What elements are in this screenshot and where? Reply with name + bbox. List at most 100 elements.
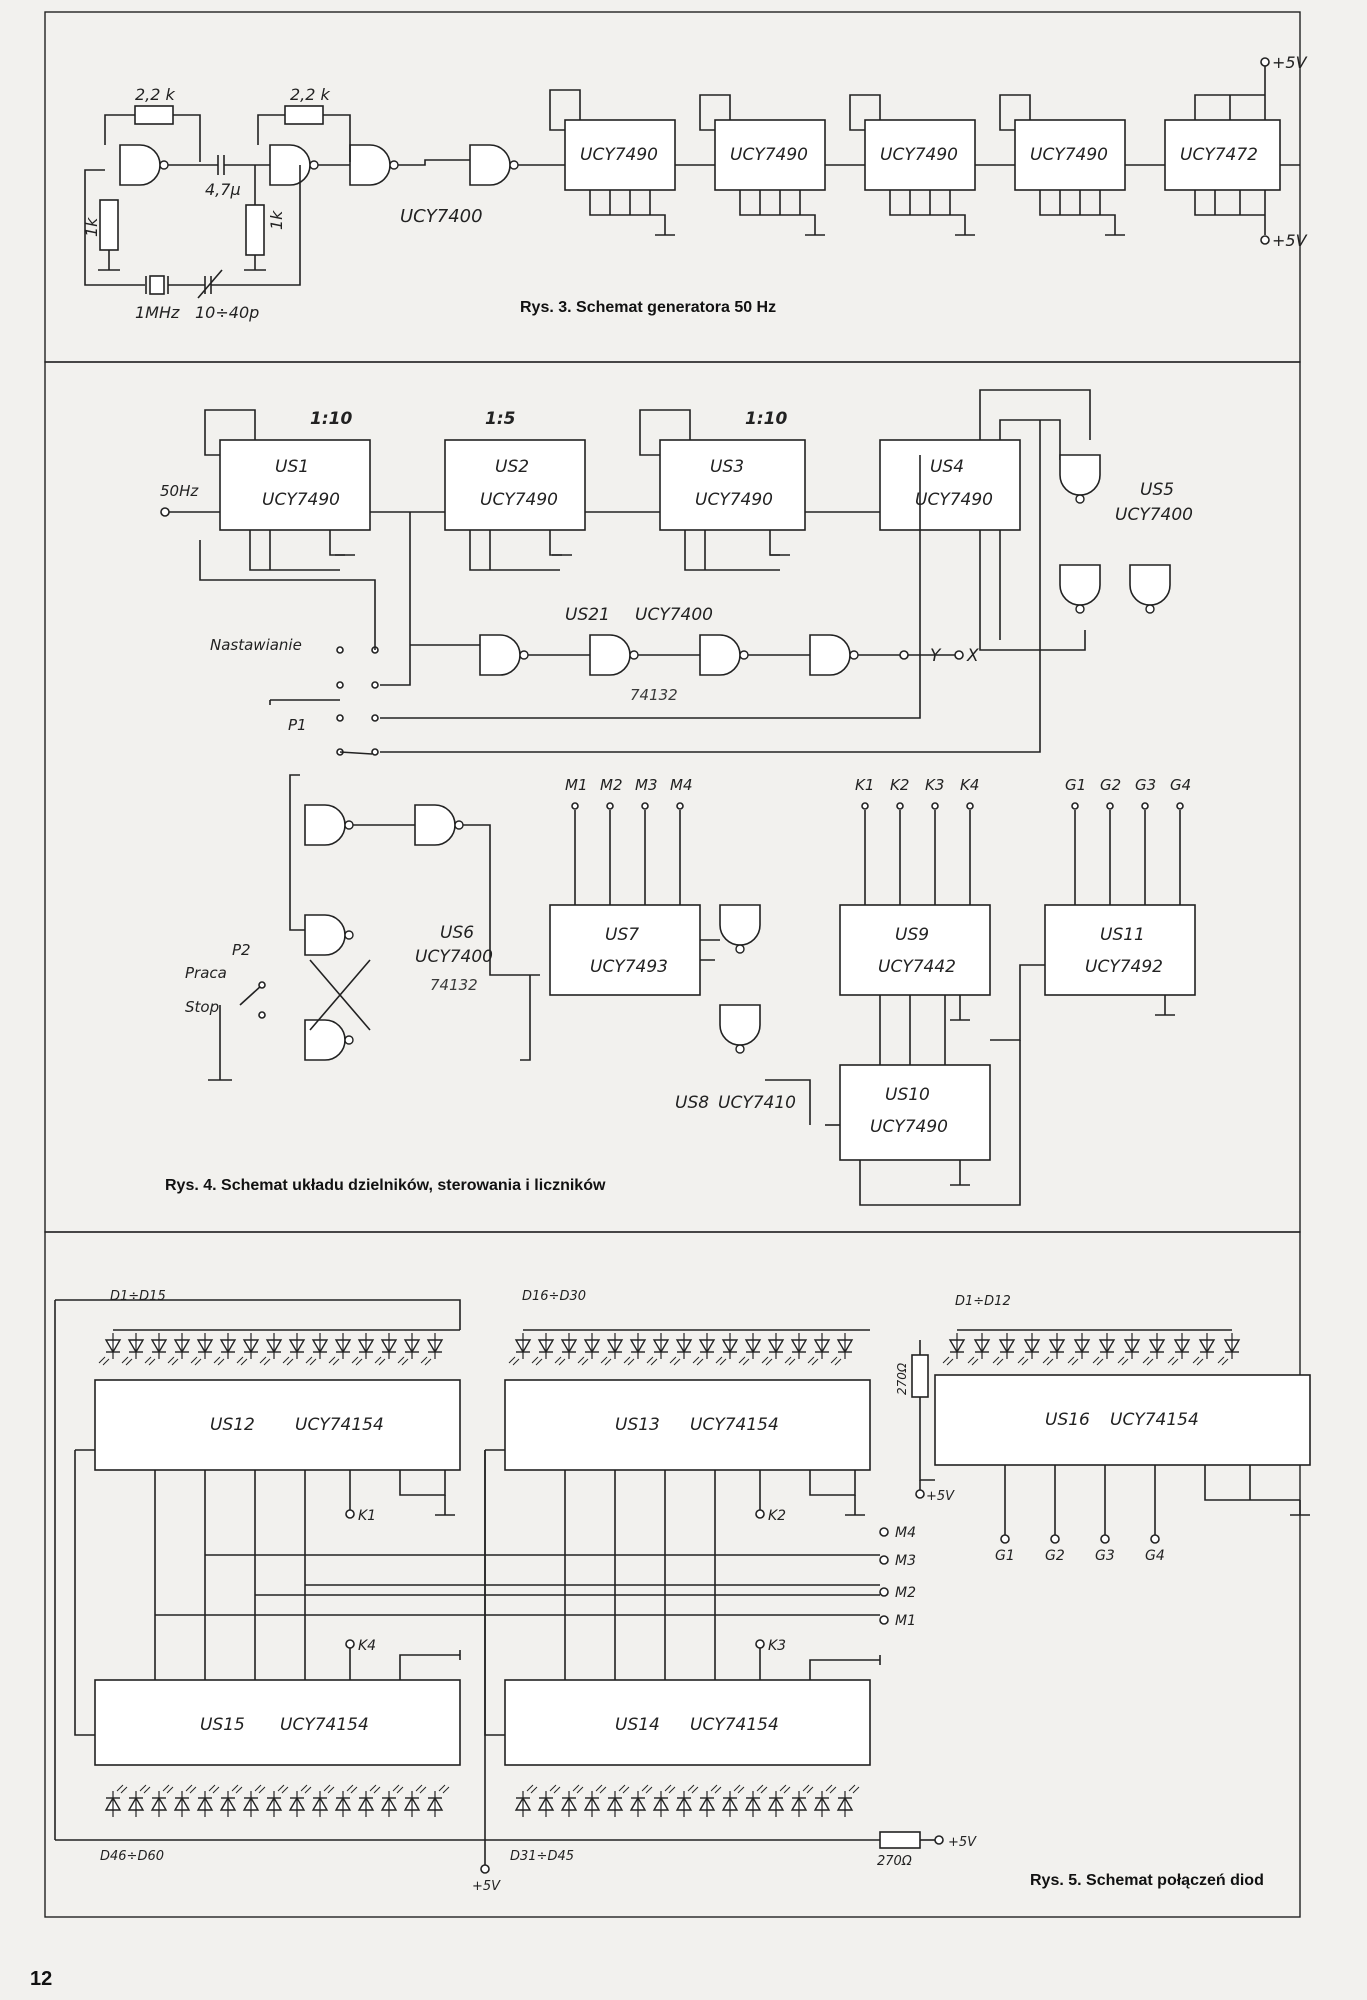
fig3-cap-label: 4,7µ <box>205 180 241 199</box>
fig4-m1: M1 <box>565 776 588 794</box>
fig5-k2: K2 <box>768 1508 786 1524</box>
fig4-us21-type: UCY7400 <box>635 605 713 625</box>
fig5-vcc-right: +5V <box>948 1835 977 1850</box>
fig4-us11-name: US11 <box>1100 925 1145 945</box>
fig4-us5-name: US5 <box>1140 480 1174 500</box>
fig3-oscillator <box>84 105 565 299</box>
fig5-resistor-small: 270Ω <box>895 1362 909 1395</box>
fig3-r2-label: 2,2 k <box>290 85 331 104</box>
fig5-us14: US14 <box>615 1715 660 1735</box>
fig5-m3: M3 <box>895 1553 916 1569</box>
fig3-r1-label: 2,2 k <box>135 85 176 104</box>
fig3-r4-label: 1k <box>267 210 286 230</box>
fig3-caption: Rys. 3. Schemat generatora 50 Hz <box>520 299 776 316</box>
fig4-m4: M4 <box>670 776 693 794</box>
fig5-d-us13: D16÷D30 <box>522 1289 586 1304</box>
fig4-us8-name: US8 <box>675 1093 709 1113</box>
fig4-us3-type: UCY7490 <box>695 490 773 510</box>
fig4-m3: M3 <box>635 776 658 794</box>
fig5-us15-type: UCY74154 <box>280 1715 369 1735</box>
fig4-k4: K4 <box>960 776 979 794</box>
fig4-us4-type: UCY7490 <box>915 490 993 510</box>
fig5-m2: M2 <box>895 1585 916 1601</box>
fig4-us11-type: UCY7492 <box>1085 957 1163 977</box>
fig4-g4: G4 <box>1170 776 1191 794</box>
fig5-us12: US12 <box>210 1415 255 1435</box>
fig5-g1: G1 <box>995 1548 1015 1564</box>
fig4-caption: Rys. 4. Schemat układu dzielników, stero… <box>165 1177 606 1194</box>
fig4-g1: G1 <box>1065 776 1086 794</box>
fig4-nastawianie: Nastawianie <box>210 636 302 654</box>
fig4-p1: P1 <box>288 716 307 734</box>
fig5-g2: G2 <box>1045 1548 1065 1564</box>
fig3-trimmer-label: 10÷40p <box>195 303 259 322</box>
fig4-p2: P2 <box>232 941 251 959</box>
fig5-vcc-us16: +5V <box>926 1489 955 1504</box>
fig4-m2: M2 <box>600 776 623 794</box>
fig5-g3: G3 <box>1095 1548 1115 1564</box>
fig4-us3-name: US3 <box>710 457 744 477</box>
fig3-r3-label: 1k <box>82 217 101 237</box>
fig4-us7-name: US7 <box>605 925 639 945</box>
fig4-us4-name: US4 <box>930 457 964 477</box>
fig3-crystal-label: 1MHz <box>135 303 180 322</box>
fig3-vcc-bottom: +5V <box>1272 231 1308 250</box>
fig4-us6-note: 74132 <box>430 976 478 994</box>
fig5-m1: M1 <box>895 1613 916 1629</box>
fig4-us10-name: US10 <box>885 1085 930 1105</box>
fig3-gate-chip: UCY7400 <box>400 206 483 227</box>
fig5-k3: K3 <box>768 1638 786 1654</box>
fig4-g3: G3 <box>1135 776 1156 794</box>
fig5-k4: K4 <box>358 1638 376 1654</box>
fig4-control <box>199 420 1041 1081</box>
fig5-us13-type: UCY74154 <box>690 1415 779 1435</box>
fig5-resistor: 270Ω <box>877 1854 912 1869</box>
fig4-us8-type: UCY7410 <box>718 1093 796 1113</box>
fig3-counter-4: UCY7490 <box>1030 145 1108 165</box>
fig4-g2: G2 <box>1100 776 1121 794</box>
fig4-praca: Praca <box>185 964 227 982</box>
fig5-g4: G4 <box>1145 1548 1165 1564</box>
fig4-k2: K2 <box>890 776 909 794</box>
fig4-input-label: 50Hz <box>160 482 199 500</box>
fig3-vcc-top: +5V <box>1272 53 1308 72</box>
fig5-decoders <box>54 1299 1311 1874</box>
fig4-k3: K3 <box>925 776 944 794</box>
fig4-us9-type: UCY7442 <box>878 957 956 977</box>
fig5-k1: K1 <box>358 1508 376 1524</box>
fig3-counter-2: UCY7490 <box>730 145 808 165</box>
fig5-m4: M4 <box>895 1525 916 1541</box>
fig4-us1-type: UCY7490 <box>262 490 340 510</box>
fig4-ratio-2: 1:5 <box>485 409 515 429</box>
fig4-us9-name: US9 <box>895 925 929 945</box>
fig4-us5-type: UCY7400 <box>1115 505 1193 525</box>
fig5-us15: US15 <box>200 1715 245 1735</box>
fig5-us12-type: UCY74154 <box>295 1415 384 1435</box>
fig3-counter-3: UCY7490 <box>880 145 958 165</box>
fig5-d-us12: D1÷D15 <box>110 1289 166 1304</box>
fig3-counter-1: UCY7490 <box>580 145 658 165</box>
fig4-out-x: X <box>966 646 979 666</box>
fig5-d-us15: D46÷D60 <box>100 1849 164 1864</box>
page-number: 12 <box>30 1968 52 1990</box>
fig3-last-chip: UCY7472 <box>1180 145 1258 165</box>
fig4-ratio-3: 1:10 <box>745 409 787 429</box>
fig4-stop: Stop <box>185 998 219 1016</box>
fig5-us16: US16 <box>1045 1410 1090 1430</box>
fig5-us14-type: UCY74154 <box>690 1715 779 1735</box>
fig4-us6-type: UCY7400 <box>415 947 493 967</box>
fig4-us7-type: UCY7493 <box>590 957 668 977</box>
fig4-us2-name: US2 <box>495 457 529 477</box>
fig4-divider-chain <box>160 389 1171 651</box>
fig5-caption: Rys. 5. Schemat połączeń diod <box>1030 1872 1264 1889</box>
fig5-vcc-bottom: +5V <box>472 1879 501 1894</box>
fig5-frame <box>44 1231 1301 1918</box>
fig5-us13: US13 <box>615 1415 660 1435</box>
fig4-out-y: Y <box>930 646 942 666</box>
fig3-counters <box>549 57 1300 245</box>
fig4-us1-name: US1 <box>275 457 309 477</box>
fig4-us6-name: US6 <box>440 923 474 943</box>
fig5-d-us16: D1÷D12 <box>955 1294 1011 1309</box>
fig4-ratio-1: 1:10 <box>310 409 352 429</box>
